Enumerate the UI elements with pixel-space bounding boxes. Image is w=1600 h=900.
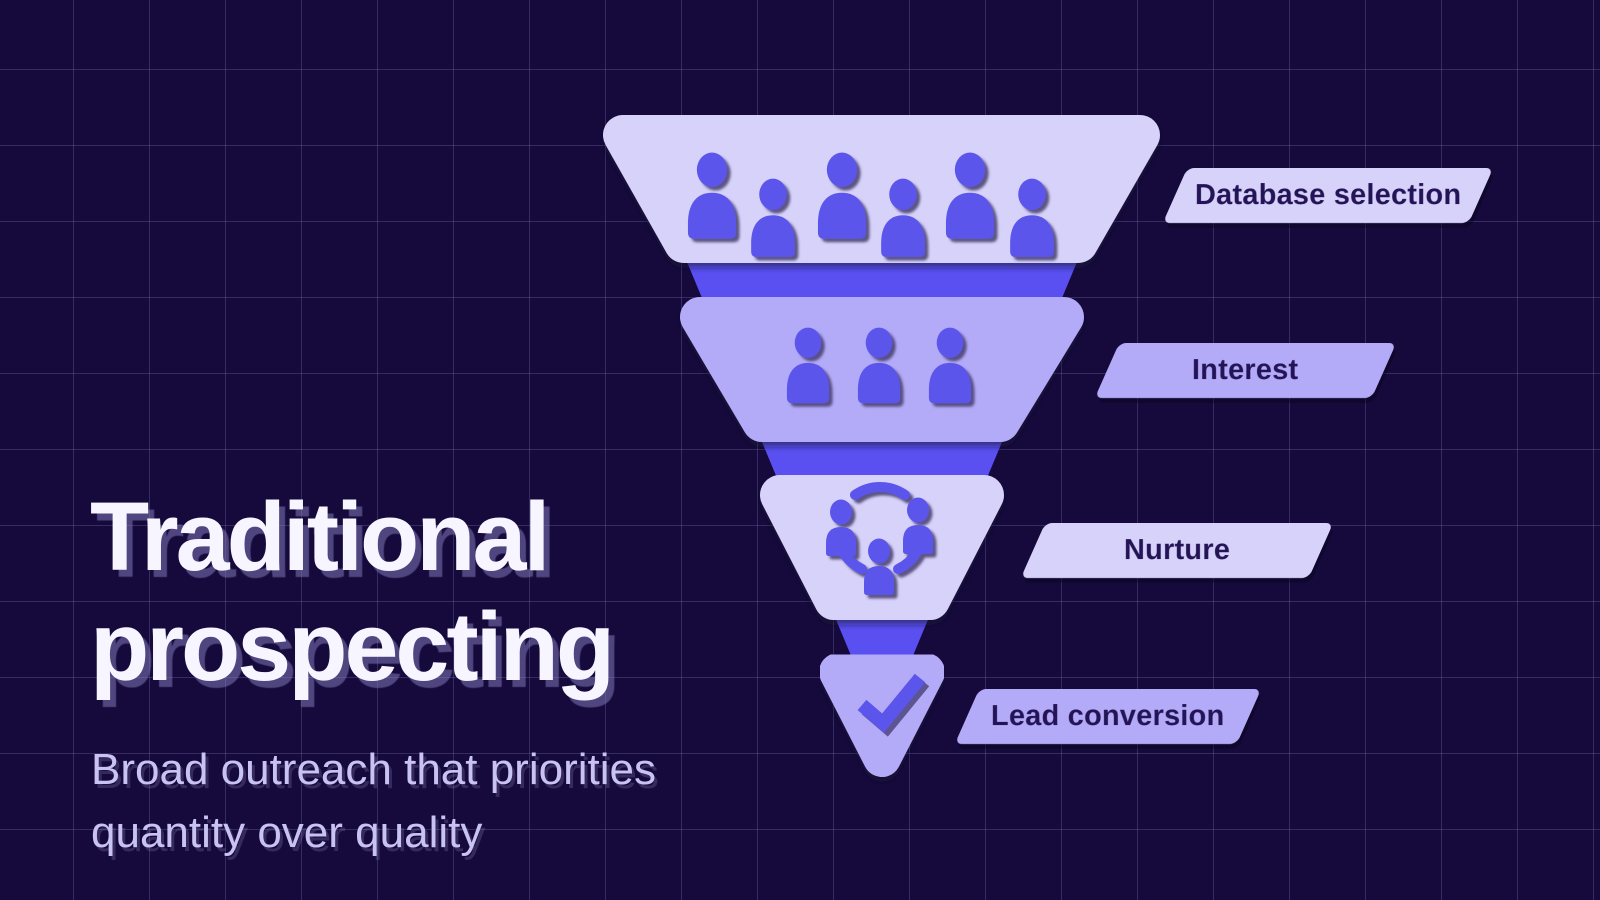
stage-label-text: Nurture: [1123, 534, 1231, 566]
stage-label-text: Lead conversion: [991, 700, 1225, 732]
subtitle: Broad outreach that priorities quantity …: [91, 738, 656, 864]
page-title: Traditional prospecting: [90, 481, 615, 702]
people-icon: [786, 327, 972, 404]
checkmark-icon: [857, 673, 930, 737]
stage-label-database-selection: Database selection: [1162, 168, 1494, 223]
stage-label-nurture: Nurture: [1020, 523, 1334, 578]
subtitle-line-2: quantity over quality: [91, 808, 483, 857]
stage-label-interest: Interest: [1094, 343, 1397, 398]
subtitle-line-1: Broad outreach that priorities: [91, 745, 656, 794]
group-network-icon: [826, 481, 933, 595]
stage-label-text: Database selection: [1194, 179, 1462, 211]
funnel-level-1-shape: [603, 115, 1160, 263]
title-line-2: prospecting: [90, 591, 615, 701]
title-line-1: Traditional: [90, 481, 550, 591]
stage-label-text: Interest: [1192, 354, 1299, 386]
stage-label-lead-conversion: Lead conversion: [954, 689, 1262, 744]
